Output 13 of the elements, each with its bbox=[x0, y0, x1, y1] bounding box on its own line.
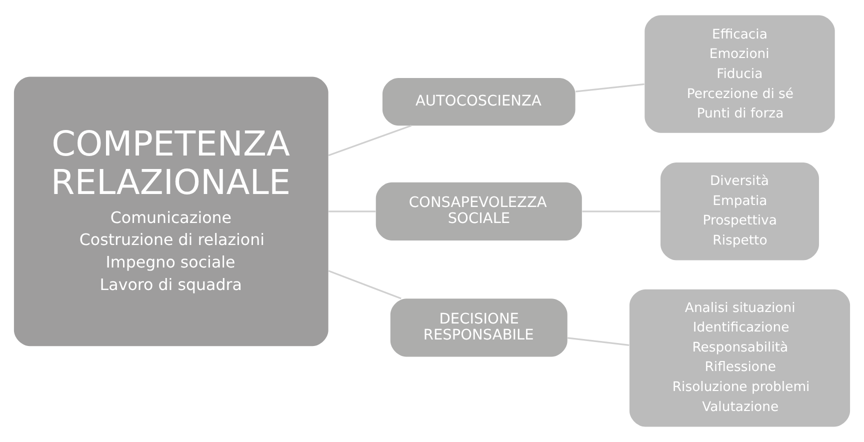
connector bbox=[328, 124, 412, 156]
connector bbox=[328, 210, 376, 212]
node-box: AUTOCOSCIENZA bbox=[382, 78, 576, 126]
node-box: Efficacia Emozioni Fiducia Percezione di sé Punti di forza bbox=[644, 15, 835, 133]
connector bbox=[568, 337, 630, 346]
node-box: DECISIONE RESPONSABILE bbox=[390, 298, 568, 357]
node-box: Diversità Empatia Prospettiva Rispetto bbox=[660, 162, 819, 260]
node-box: CONSAPEVOLEZZA SOCIALE bbox=[376, 182, 582, 240]
connector bbox=[582, 210, 660, 212]
node-box: COMPETENZA RELAZIONALE Comunicazione Costruzione di relazioni Impegno sociale Lavoro di squadra bbox=[14, 76, 328, 346]
node-box: Analisi situazioni Identificazione Responsabilità Riflessione Risoluzione problemi Valutazione bbox=[629, 289, 850, 427]
connector bbox=[576, 83, 644, 92]
connector bbox=[328, 270, 402, 300]
